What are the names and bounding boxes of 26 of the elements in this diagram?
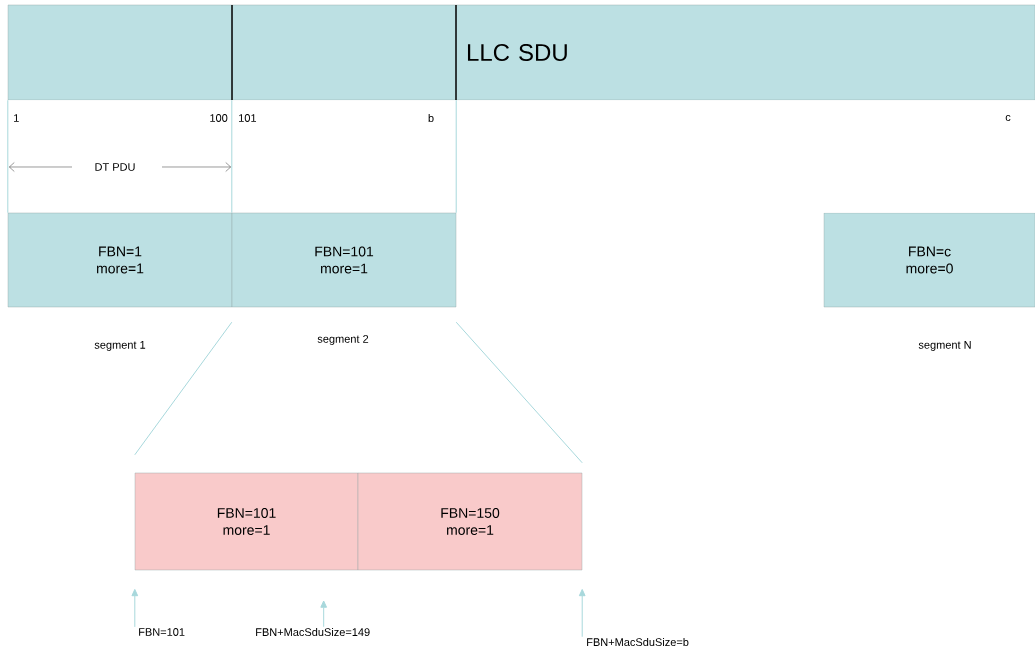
position-number: c (1005, 115, 1011, 121)
segment-caption: segment 2 (317, 335, 369, 345)
sub-segment-box: FBN=101 more=1 (134, 472, 359, 571)
segment-caption: segment 1 (94, 341, 146, 351)
position-number: b (428, 113, 434, 123)
arrow (578, 588, 586, 638)
marker-label: FBN=101 (139, 628, 185, 636)
marker-label: FBN+MacSduSize=b (587, 637, 689, 647)
position-number: 101 (239, 114, 256, 122)
guide-line (7, 99, 9, 214)
sdu-bar: LLC SDU (7, 4, 1035, 101)
dimension-label: DT PDU (95, 163, 135, 171)
segment-box: FBN=101 more=1 (231, 212, 457, 308)
position-number: 1 (14, 114, 19, 122)
arrow (320, 600, 328, 628)
segment-box: FBN=1 more=1 (7, 212, 233, 308)
marker-label: FBN+MacSduSize=149 (256, 627, 370, 637)
segment-box: FBN=c more=0 (823, 212, 1035, 308)
position-number: 100 (210, 114, 228, 122)
guide-line (231, 99, 233, 214)
guide-line (455, 99, 457, 214)
zoom-line (455, 321, 583, 464)
segment-caption: segment N (918, 341, 971, 351)
zoom-line (134, 321, 233, 456)
sub-segment-box: FBN=150 more=1 (357, 472, 583, 571)
arrow (131, 588, 139, 628)
